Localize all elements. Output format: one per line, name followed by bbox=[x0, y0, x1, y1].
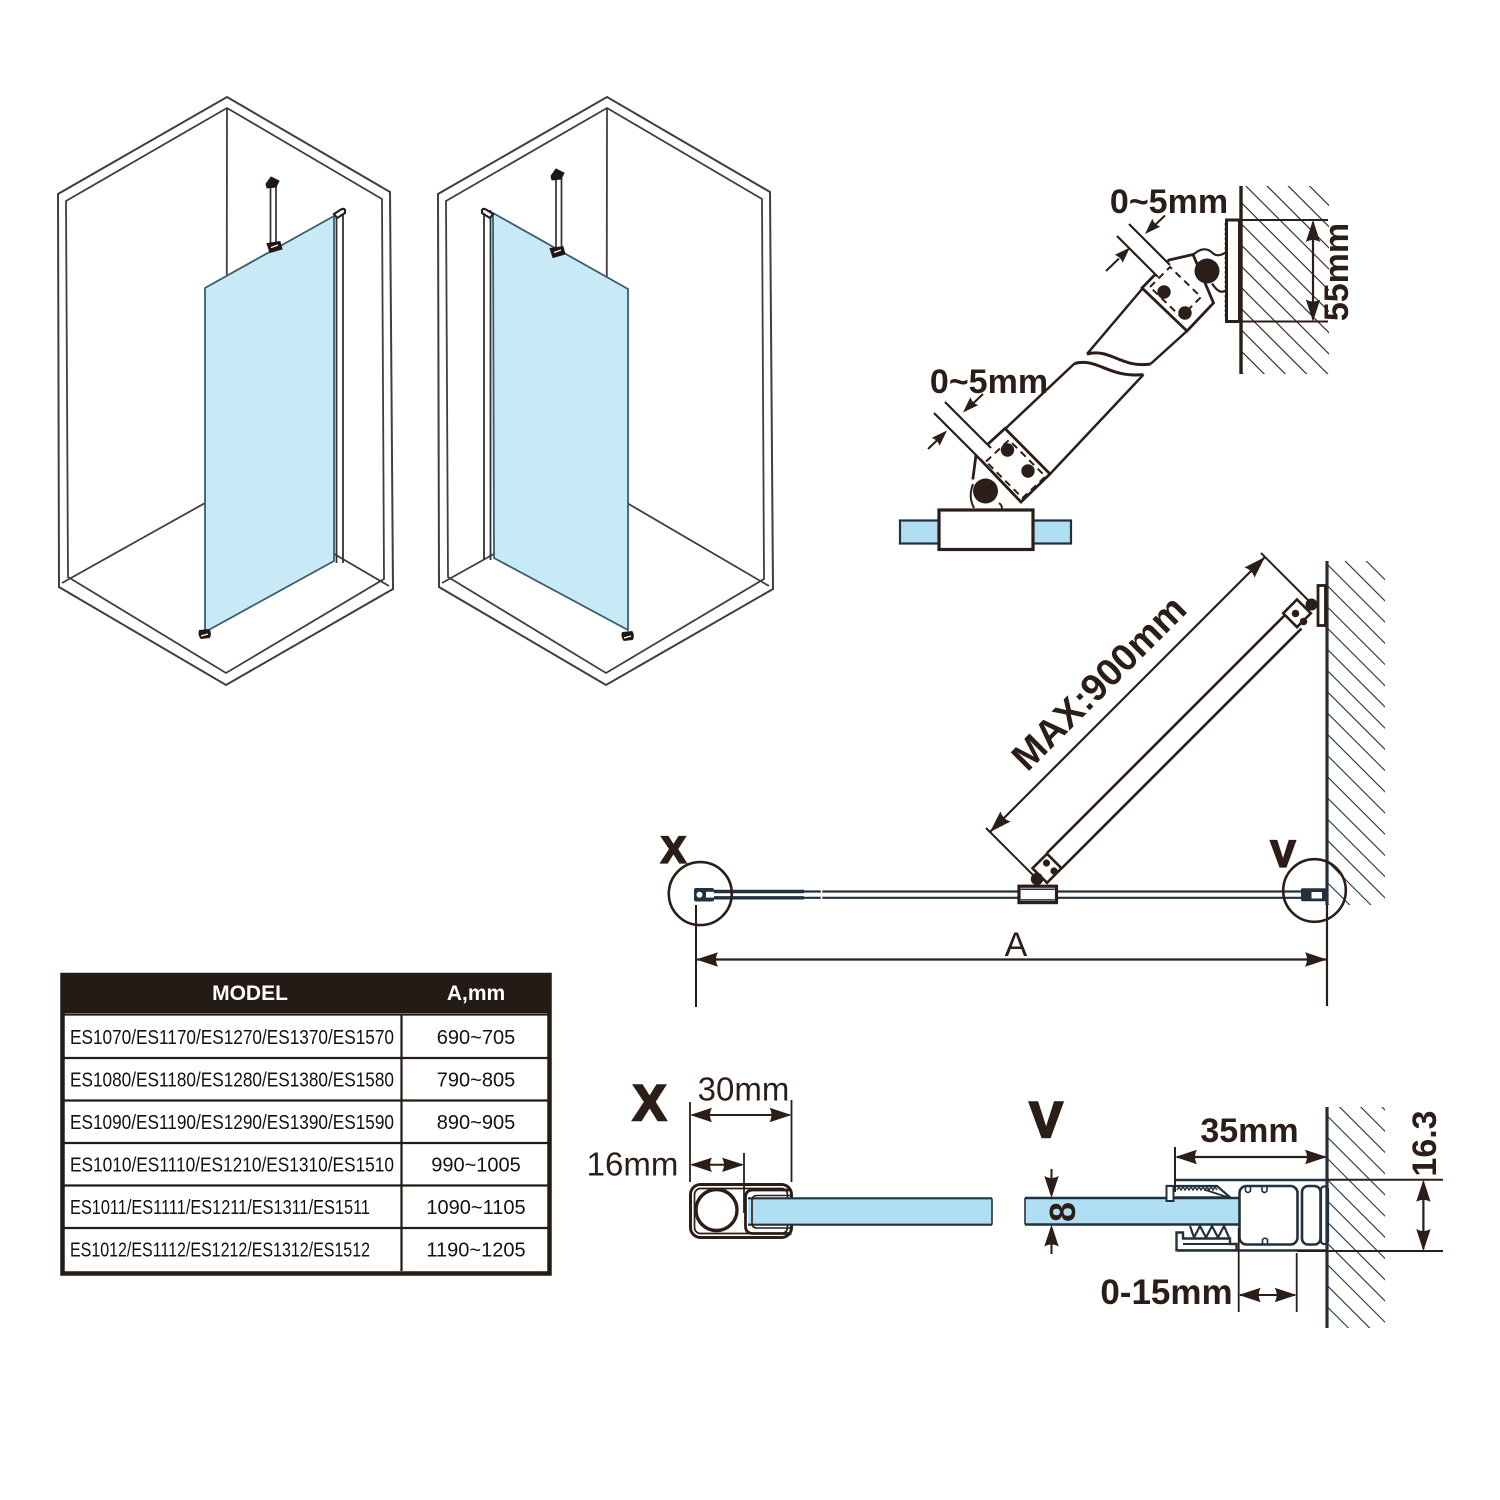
svg-text:890~905: 890~905 bbox=[437, 1112, 515, 1134]
svg-text:MODEL: MODEL bbox=[212, 982, 288, 1005]
svg-text:A,mm: A,mm bbox=[447, 982, 505, 1005]
svg-text:0-15mm: 0-15mm bbox=[1100, 1273, 1232, 1312]
svg-text:X: X bbox=[661, 830, 686, 871]
svg-text:16.3: 16.3 bbox=[1406, 1110, 1444, 1176]
svg-text:ES1011/ES1111/ES1211/ES1311/ES: ES1011/ES1111/ES1211/ES1311/ES1511 bbox=[70, 1197, 370, 1219]
svg-text:690~705: 690~705 bbox=[437, 1027, 515, 1049]
svg-text:790~805: 790~805 bbox=[437, 1069, 515, 1091]
svg-text:990~1005: 990~1005 bbox=[431, 1154, 521, 1176]
svg-text:0~5mm: 0~5mm bbox=[930, 363, 1048, 401]
svg-text:A: A bbox=[1005, 926, 1028, 964]
svg-text:ES1010/ES1110/ES1210/ES1310/ES: ES1010/ES1110/ES1210/ES1310/ES1510 bbox=[70, 1154, 394, 1176]
svg-text:ES1090/ES1190/ES1290/ES1390/ES: ES1090/ES1190/ES1290/ES1390/ES1590 bbox=[70, 1112, 394, 1134]
svg-text:16mm: 16mm bbox=[587, 1146, 679, 1183]
svg-text:ES1080/ES1180/ES1280/ES1380/ES: ES1080/ES1180/ES1280/ES1380/ES1580 bbox=[70, 1069, 394, 1091]
svg-text:55mm: 55mm bbox=[1318, 223, 1356, 321]
svg-text:X: X bbox=[633, 1075, 666, 1131]
svg-text:1090~1105: 1090~1105 bbox=[426, 1197, 525, 1219]
svg-text:ES1012/ES1112/ES1212/ES1312/ES: ES1012/ES1112/ES1212/ES1312/ES1512 bbox=[70, 1239, 370, 1261]
svg-text:35mm: 35mm bbox=[1200, 1112, 1298, 1150]
svg-text:V: V bbox=[1029, 1092, 1063, 1148]
svg-text:1190~1205: 1190~1205 bbox=[426, 1239, 525, 1261]
svg-text:ES1070/ES1170/ES1270/ES1370/ES: ES1070/ES1170/ES1270/ES1370/ES1570 bbox=[70, 1027, 394, 1049]
svg-text:0~5mm: 0~5mm bbox=[1110, 183, 1228, 221]
svg-text:30mm: 30mm bbox=[698, 1071, 790, 1108]
svg-text:8: 8 bbox=[1042, 1202, 1083, 1222]
svg-text:V: V bbox=[1271, 834, 1296, 875]
